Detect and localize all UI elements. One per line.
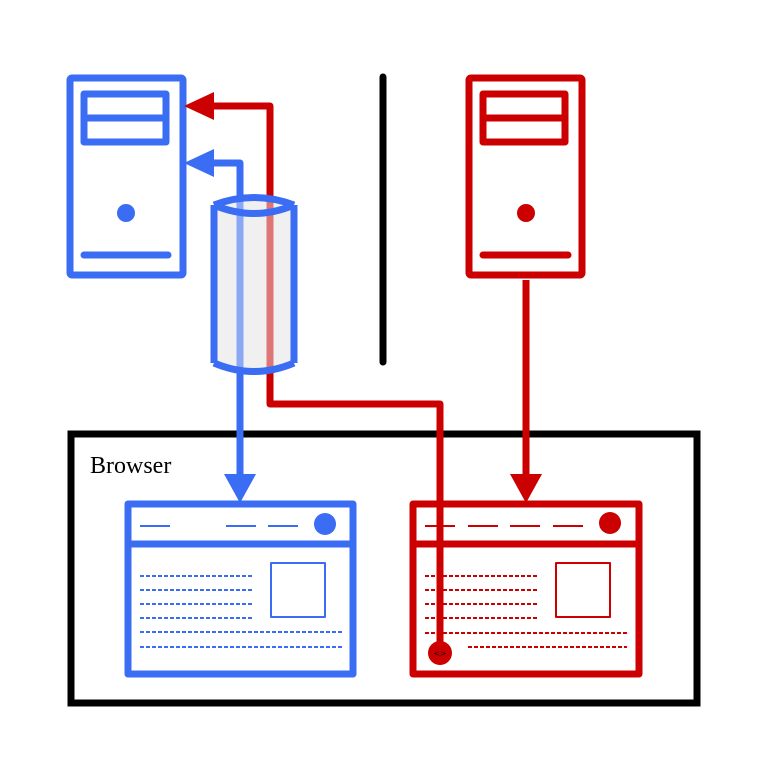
script-badge: <> [428, 641, 452, 665]
browser-frame [67, 430, 701, 707]
arrow-to-legit-server-icon [184, 149, 214, 177]
code-icon [428, 641, 452, 665]
script-badge-text: <> [433, 649, 446, 658]
attacker-server-icon [465, 74, 586, 279]
arrow-to-legit-page-icon [224, 474, 256, 503]
cache-cylinder-icon [214, 197, 294, 372]
browser-label: Browser [90, 453, 171, 479]
legit-page-window [124, 500, 357, 678]
attacker-edge [208, 102, 530, 648]
arrow-to-attacker-page-icon [510, 474, 542, 503]
arrow-to-legit-server-red-icon [184, 92, 214, 120]
legit-edge [208, 159, 244, 478]
legit-server-icon [66, 74, 187, 279]
attacker-page-window [409, 500, 643, 678]
